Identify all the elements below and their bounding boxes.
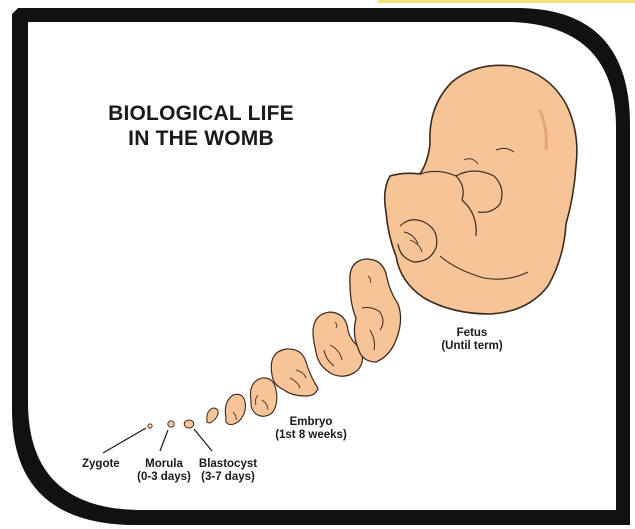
blastocyst-pointer	[194, 429, 212, 451]
blastocyst-name: Blastocyst	[194, 458, 262, 471]
fetus-period: (Until term)	[432, 340, 512, 353]
embryo-stage-3	[250, 378, 276, 416]
zygote-pointer	[103, 428, 146, 453]
embryo-name: Embryo	[268, 416, 354, 429]
morula-pointer	[160, 430, 168, 451]
blastocyst-label: Blastocyst (3-7 days)	[194, 458, 262, 484]
fetus-stage-1	[350, 259, 401, 362]
morula-label: Morula (0-3 days)	[132, 458, 196, 484]
title-line-1: BIOLOGICAL LIFE	[96, 101, 306, 126]
fetus-label: Fetus (Until term)	[432, 327, 512, 353]
zygote-name: Zygote	[82, 458, 120, 471]
morula-period: (0-3 days)	[132, 471, 196, 484]
embryo-stage-1	[207, 408, 218, 423]
blastocyst-cell	[184, 420, 194, 428]
fetus-stage-2	[385, 65, 577, 314]
fetus-name: Fetus	[432, 327, 512, 340]
diagram-title: BIOLOGICAL LIFE IN THE WOMB	[96, 101, 306, 151]
morula-name: Morula	[132, 458, 196, 471]
blastocyst-period: (3-7 days)	[194, 471, 262, 484]
zygote-cell	[148, 424, 152, 428]
embryo-label: Embryo (1st 8 weeks)	[268, 416, 354, 442]
title-line-2: IN THE WOMB	[96, 126, 306, 151]
embryo-stage-4	[271, 349, 318, 396]
morula-cell	[168, 421, 174, 427]
zygote-label: Zygote	[82, 458, 120, 471]
embryo-stage-2	[225, 394, 245, 424]
embryo-period: (1st 8 weeks)	[268, 429, 354, 442]
